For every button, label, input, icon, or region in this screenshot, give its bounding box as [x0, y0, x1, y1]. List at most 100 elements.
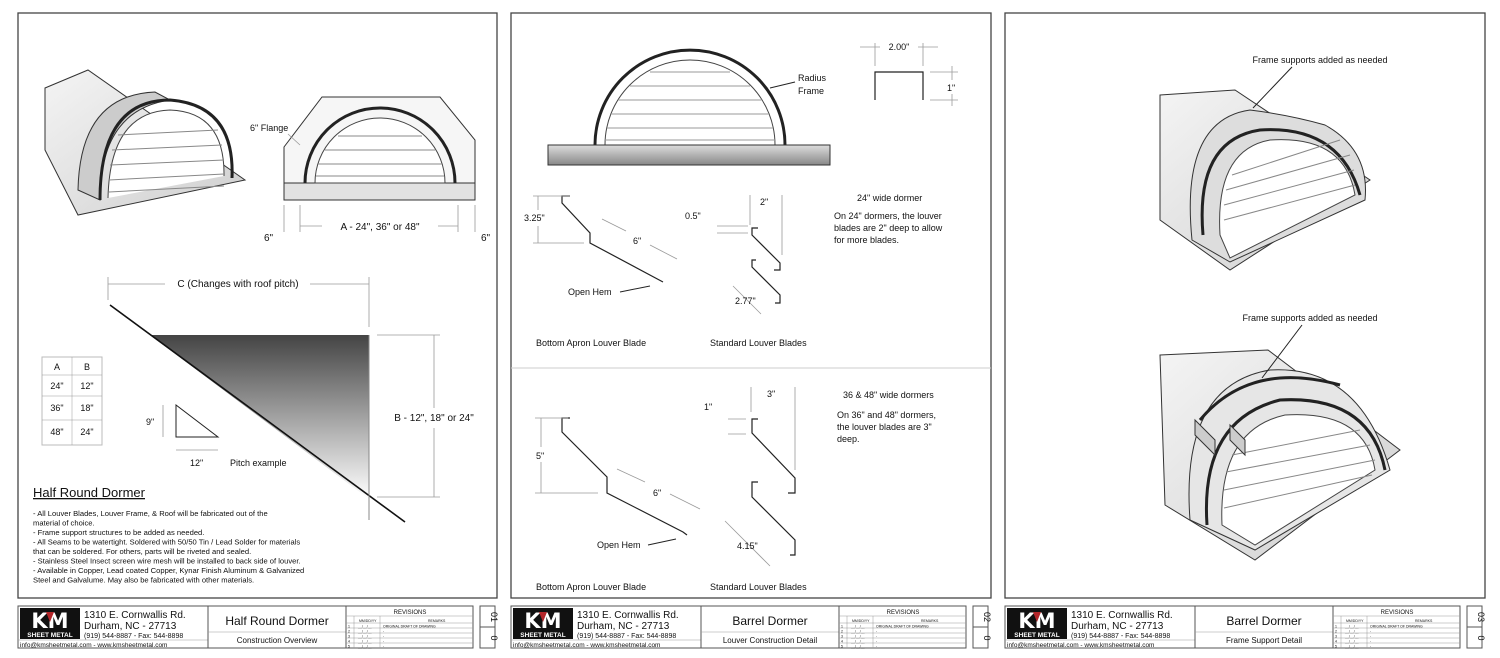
revision-number: 3	[348, 634, 350, 638]
dim-flange-left: 6"	[264, 233, 274, 244]
km-logo: KMSHEET METAL	[20, 608, 80, 639]
note-line: - Available in Copper, Lead coated Coppe…	[33, 566, 304, 575]
table-header-a: A	[54, 362, 60, 372]
barrel-frame-bottom-view: Frame supports added as needed	[1159, 313, 1401, 561]
spec-heading: 24" wide dormer	[857, 193, 922, 203]
revisions-col-date: MM/DD/YY	[1346, 619, 1364, 623]
revision-date: __/__/__	[357, 634, 372, 638]
section-heading: Half Round Dormer	[33, 485, 146, 500]
pitch-example: 9" 12" Pitch example	[146, 403, 287, 468]
address-line1: 1310 E. Cornwallis Rd.	[84, 610, 186, 621]
revision-remark: -	[383, 634, 385, 638]
table-cell: 24"	[50, 381, 63, 391]
revisions-header: REVISIONS	[394, 610, 427, 616]
frame-support-callout: Frame supports added as needed	[1242, 313, 1377, 323]
dormer-front-view: 6" Flange A - 24", 36" or 48" 6" 6"	[250, 96, 491, 244]
drawing-subtitle: Construction Overview	[237, 636, 318, 645]
spec-heading: 36 & 48" wide dormers	[843, 390, 934, 400]
address-line2: Durham, NC - 27713	[1071, 621, 1164, 632]
revision-number: 2	[841, 629, 843, 633]
revision-remark: ORIGINAL DRAFT OF DRAWING	[876, 624, 929, 628]
revision-number: 4	[348, 639, 350, 643]
blades-24in: 3.25" 6" Open Hem 2" 0.5" 2.77" Bottom A…	[524, 193, 943, 348]
note-line: - Stainless Steel Insect screen wire mes…	[33, 557, 301, 566]
revision-remark: -	[383, 629, 385, 633]
title-block-frame	[17, 605, 474, 649]
revision-date: __/__/__	[850, 624, 865, 628]
phone-fax: (919) 544-8887 - Fax: 544-8898	[84, 633, 183, 640]
revision-date: __/__/__	[1344, 624, 1359, 628]
revision-date: __/__/__	[357, 629, 372, 633]
revision-date: __/__/__	[357, 644, 372, 648]
sheet-2: Radius Frame 2.00" 1" 3.25" 6" Open Hem …	[510, 12, 992, 599]
sheet-number: 03	[1476, 612, 1486, 622]
table-cell: 24"	[80, 427, 93, 437]
revision-remark: -	[876, 644, 878, 648]
blade-length-label: 4.15"	[737, 541, 758, 551]
table-cell: 48"	[50, 427, 63, 437]
note-line: - All Seams to be watertight. Soldered w…	[33, 538, 300, 547]
spec-text: deep.	[837, 434, 860, 444]
revisions-col-date: MM/DD/YY	[359, 619, 377, 623]
revision-number: 1	[841, 624, 843, 628]
revision-number: 5	[348, 644, 350, 648]
spec-text: On 36" and 48" dormers,	[837, 410, 936, 420]
address-line2: Durham, NC - 27713	[84, 621, 177, 632]
revisions-header: REVISIONS	[1381, 610, 1414, 616]
blade-length-label: 2.77"	[735, 296, 756, 306]
revision-date: __/__/__	[850, 629, 865, 633]
revision-date: __/__/__	[357, 624, 372, 628]
barrel-frame-top-view: Frame supports added as needed	[1159, 55, 1388, 271]
barrel-front-view: Radius Frame	[547, 48, 831, 166]
hem-label: 1"	[704, 402, 712, 412]
phone-fax: (919) 544-8887 - Fax: 544-8898	[1071, 633, 1170, 640]
contact-web: info@kmsheetmetal.com - www.kmsheetmetal…	[20, 642, 167, 649]
channel-width-label: 2.00"	[889, 42, 910, 52]
revision-number: 2	[348, 629, 350, 633]
standard-blade-title: Standard Louver Blades	[710, 582, 807, 592]
table-header-b: B	[84, 362, 90, 372]
revision-remark: -	[1370, 639, 1372, 643]
open-hem-label: Open Hem	[597, 540, 641, 550]
logo-accent	[46, 612, 54, 622]
logo-subtext: SHEET METAL	[27, 632, 72, 639]
revision-number: 5	[841, 644, 843, 648]
revision-number: 0	[982, 635, 992, 640]
revision-remark: -	[876, 639, 878, 643]
logo-subtext: SHEET METAL	[1014, 632, 1059, 639]
drawing-subtitle: Louver Construction Detail	[723, 636, 817, 645]
note-line: that can be soldered. For others, parts …	[33, 547, 251, 556]
radius-frame-label: Radius	[798, 73, 827, 83]
revisions-col-remarks: REMARKS	[428, 619, 446, 623]
revisions-header: REVISIONS	[887, 610, 920, 616]
revision-remark: -	[1370, 634, 1372, 638]
revision-date: __/__/__	[1344, 629, 1359, 633]
address-line1: 1310 E. Cornwallis Rd.	[577, 610, 679, 621]
title-block-frame	[1004, 605, 1461, 649]
dim-flange-right: 6"	[481, 233, 491, 244]
revision-remark: ORIGINAL DRAFT OF DRAWING	[1370, 624, 1423, 628]
revision-remark: -	[383, 644, 385, 648]
flange-label: 6" Flange	[250, 123, 288, 133]
revisions-col-remarks: REMARKS	[1415, 619, 1433, 623]
revision-number: 1	[1335, 624, 1337, 628]
title-block: KMSHEET METAL 1310 E. Cornwallis Rd.Durha…	[17, 605, 499, 649]
revisions-table: REVISIONS MM/DD/YY REMARKS 1 __/__/__ ORIGINA…	[1333, 610, 1460, 648]
spec-text: for more blades.	[834, 235, 899, 245]
address-line2: Durham, NC - 27713	[577, 621, 670, 632]
dim-c-label: C (Changes with roof pitch)	[177, 279, 298, 290]
sheet-3: Frame supports added as needed Frame sup…	[1004, 12, 1486, 599]
revision-date: __/__/__	[357, 639, 372, 643]
channel-height-label: 1"	[947, 83, 955, 93]
contact-web: info@kmsheetmetal.com - www.kmsheetmetal…	[513, 642, 660, 649]
revision-number: 4	[841, 639, 843, 643]
revision-number: 3	[1335, 634, 1337, 638]
revision-number: 3	[841, 634, 843, 638]
sheet-number-box: 020	[972, 605, 992, 649]
blades-36-48in: 5" 6" Open Hem 3" 1" 4.15" Bottom Apron …	[535, 387, 936, 592]
drawing-subtitle: Frame Support Detail	[1226, 636, 1302, 645]
blade-depth-label: 2"	[760, 197, 768, 207]
